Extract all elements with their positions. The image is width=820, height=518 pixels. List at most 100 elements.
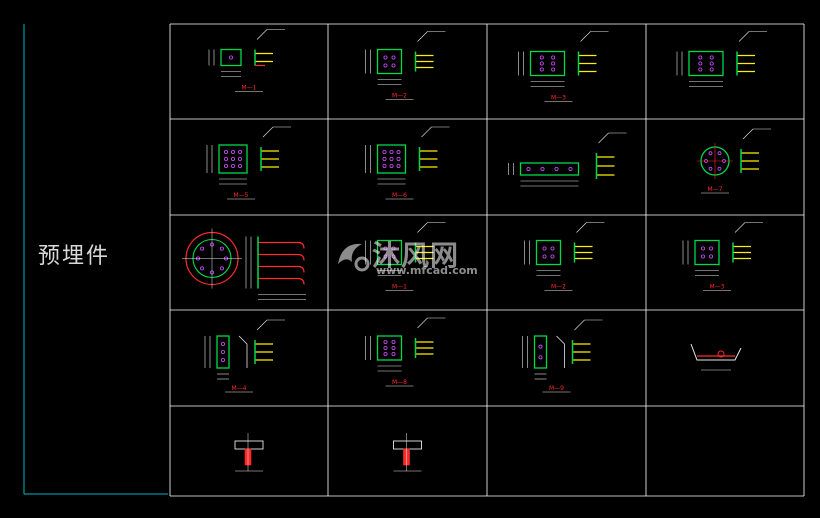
sheet-title: 预埋件 — [38, 244, 111, 269]
section-mark-label: M—2 — [551, 284, 566, 291]
bolt-hole — [568, 166, 573, 171]
bolt-hole — [542, 246, 547, 251]
embed-plate — [218, 144, 248, 174]
embed-plate — [533, 335, 548, 369]
leader-line — [262, 126, 274, 138]
bolt-hole — [237, 149, 242, 154]
drawing-cell-r4c2: M—8 — [365, 317, 446, 387]
leader-line — [580, 31, 591, 42]
bolt-hole — [223, 156, 228, 161]
drawing-cell-r3c2: M—1 — [365, 222, 446, 291]
bolt-hole — [709, 67, 714, 72]
drawing-cell-r3c4: M—3 — [682, 222, 763, 291]
bolt-hole — [396, 156, 401, 161]
bolt-hole — [717, 151, 722, 156]
bolt-hole — [200, 266, 205, 271]
bolt-hole — [237, 163, 242, 168]
bolt-hole — [708, 151, 713, 156]
bolt-hole — [701, 246, 706, 251]
bent-profile — [690, 343, 742, 361]
bolt-hole — [396, 163, 401, 168]
bolt-hole — [391, 63, 396, 68]
bolt-hole — [223, 149, 228, 154]
drawing-cell-r1c1: M—1 — [208, 29, 285, 92]
embed-plate — [376, 48, 403, 75]
leader-line — [738, 31, 750, 42]
bolt-hole — [389, 156, 394, 161]
bolt-hole — [391, 345, 396, 350]
drawing-cell-r5c2 — [393, 433, 422, 472]
leader-line — [417, 317, 428, 329]
bolt-hole — [538, 344, 543, 349]
leader-line — [421, 126, 432, 138]
bolt-hole — [383, 339, 388, 344]
anchor-hook — [297, 241, 305, 249]
bolt-hole — [220, 357, 225, 362]
section-mark-label: M—5 — [234, 192, 249, 199]
embed-plate — [216, 335, 230, 369]
embed-plate — [529, 50, 566, 77]
bolt-hole — [219, 266, 224, 271]
bolt-hole — [383, 63, 388, 68]
bolt-hole — [383, 55, 388, 60]
anchor-hook — [297, 277, 305, 285]
bolt-hole — [383, 345, 388, 350]
bolt-hole — [389, 163, 394, 168]
bolt-hole — [219, 246, 224, 251]
bolt-hole — [391, 339, 396, 344]
embed-plate — [220, 48, 242, 67]
drawing-cell-r2c4: M—7 — [697, 128, 771, 194]
section-mark-label: M—6 — [392, 192, 407, 199]
drawing-cell-r2c3 — [508, 132, 627, 187]
bolt-hole — [223, 163, 228, 168]
leader-line — [576, 222, 587, 233]
bolt-hole — [709, 55, 714, 60]
leader-line — [256, 319, 268, 331]
bolt-hole — [539, 61, 544, 66]
embed-plate — [376, 335, 403, 361]
bolt-hole — [539, 55, 544, 60]
bolt-hole — [230, 156, 235, 161]
embed-plate — [535, 239, 562, 266]
embed-plate — [376, 144, 407, 174]
drawing-cell-r4c3: M—9 — [522, 319, 603, 393]
bolt-hole — [708, 166, 713, 171]
embed-plate — [694, 239, 720, 266]
bolt-hole — [391, 254, 396, 259]
drawing-cell-r4c4 — [690, 343, 742, 371]
bolt-hole — [526, 166, 531, 171]
drawing-grid — [169, 23, 805, 497]
anchor-hook — [297, 265, 305, 273]
bolt-hole — [230, 163, 235, 168]
drawing-cell-r1c4 — [676, 31, 767, 87]
embed-plate — [376, 239, 403, 266]
bolt-hole — [383, 254, 388, 259]
bolt-hole — [383, 246, 388, 251]
bolt-hole — [382, 163, 387, 168]
bolt-hole — [698, 61, 703, 66]
bolt-hole — [228, 55, 233, 60]
section-mark-label: M—3 — [551, 95, 566, 102]
drawing-cell-r2c1: M—5 — [206, 126, 291, 200]
leader-line — [417, 222, 428, 233]
drawing-cell-r3c3: M—2 — [524, 222, 605, 291]
section-mark-label: M—9 — [549, 385, 564, 392]
bolt-hole — [396, 149, 401, 154]
bolt-hole — [551, 61, 556, 66]
leader-line — [734, 222, 746, 233]
section-mark-label: M—2 — [392, 93, 407, 100]
leader-line — [417, 31, 428, 42]
leader-line — [598, 132, 609, 144]
bolt-hole — [220, 341, 225, 346]
bolt-hole — [389, 149, 394, 154]
section-mark-label: M—1 — [242, 85, 257, 92]
bolt-hole — [542, 254, 547, 259]
anchor-hook — [297, 253, 305, 261]
bolt-hole — [551, 67, 556, 72]
bolt-hole — [717, 350, 725, 358]
bolt-hole — [230, 149, 235, 154]
bolt-hole — [717, 166, 722, 171]
